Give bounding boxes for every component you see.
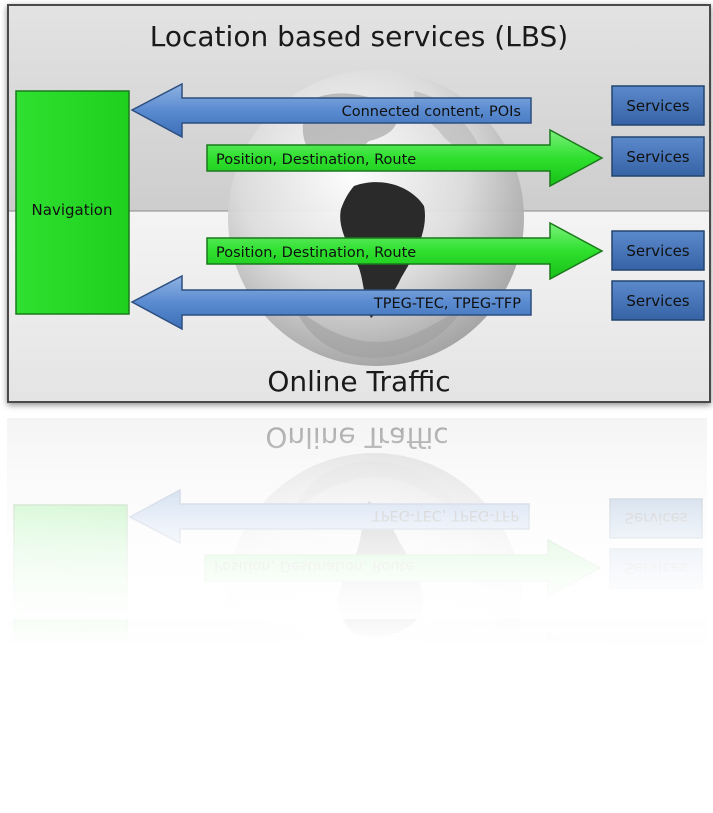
service-label: Services (626, 242, 689, 260)
navigation-label: Navigation (32, 201, 113, 219)
service-box-2: Services (611, 136, 705, 177)
lbs-title: Location based services (LBS) (150, 20, 568, 53)
service-box-1: Services (611, 85, 705, 126)
diagram-canvas: Location based services (LBS) Online Tra… (9, 6, 709, 401)
service-label: Services (626, 292, 689, 310)
arrow-tpeg-label: TPEG-TEC, TPEG-TFP (373, 296, 521, 312)
diagram-slide: Location based services (LBS) Online Tra… (7, 4, 711, 403)
svg-text:Connected content, POIs: Connected content, POIs (340, 699, 519, 715)
service-label: Services (626, 97, 689, 115)
service-box-4: Services (611, 280, 705, 321)
arrow-lbs-position-label: Position, Destination, Route (216, 152, 416, 168)
navigation-box: Navigation (15, 90, 130, 315)
svg-text:Services: Services (624, 653, 687, 671)
svg-text:Position, Destination, Route: Position, Destination, Route (214, 651, 414, 667)
svg-text:Location based services (LBS): Location based services (LBS) (148, 766, 566, 799)
arrow-connected-content-label: Connected content, POIs (342, 104, 521, 120)
arrow-lbs-position: Position, Destination, Route (206, 128, 604, 188)
arrow-connected-content: Connected content, POIs (130, 82, 532, 139)
reflection-fade (0, 405, 713, 619)
service-label: Services (626, 148, 689, 166)
traffic-title: Online Traffic (267, 365, 450, 398)
arrow-traffic-position: Position, Destination, Route (206, 221, 604, 281)
svg-text:Services: Services (624, 704, 687, 722)
arrow-tpeg: TPEG-TEC, TPEG-TFP (130, 274, 532, 331)
service-box-3: Services (611, 230, 705, 271)
arrow-traffic-position-label: Position, Destination, Route (216, 245, 416, 261)
